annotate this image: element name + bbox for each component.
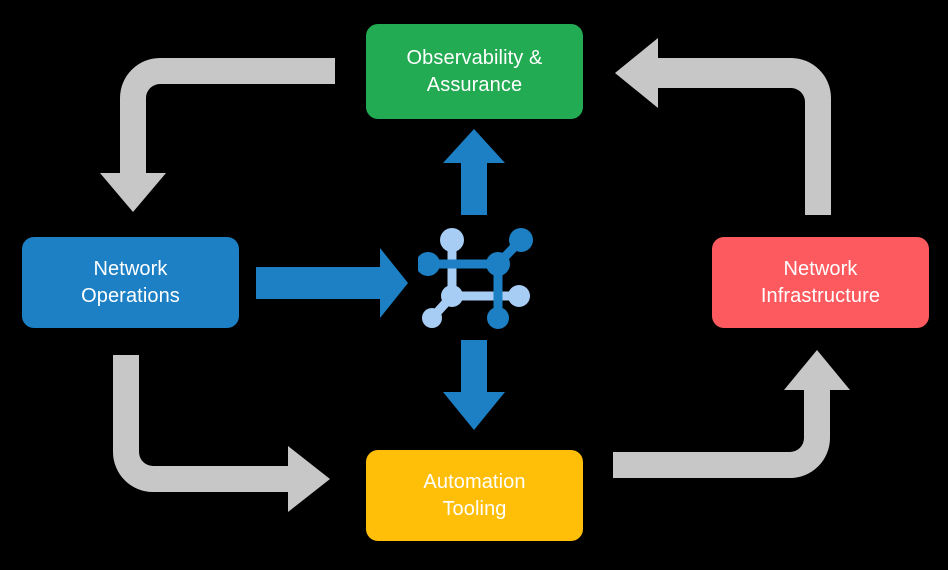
node-network-operations-label: Network Operations xyxy=(81,258,180,307)
arrow-center-to-observability xyxy=(443,129,505,215)
arrow-network-infrastructure-to-observability xyxy=(615,38,831,215)
network-icon-nodes-light xyxy=(422,228,530,328)
network-topology-icon xyxy=(416,218,536,336)
node-automation-tooling[interactable]: Automation Tooling xyxy=(366,450,583,541)
arrow-observability-to-network-operations xyxy=(100,58,335,212)
arrow-network-operations-to-center xyxy=(256,248,408,318)
arrow-automation-tooling-to-network-infrastructure xyxy=(613,350,850,478)
node-automation-tooling-label: Automation Tooling xyxy=(423,471,526,520)
arrow-network-operations-to-automation-tooling xyxy=(113,355,330,512)
network-icon-nodes-dark xyxy=(416,228,533,329)
node-network-operations[interactable]: Network Operations xyxy=(22,237,239,328)
node-observability-and-assurance[interactable]: Observability & Assurance xyxy=(366,24,583,119)
arrow-center-to-automation-tooling xyxy=(443,340,505,430)
node-observability-label: Observability & Assurance xyxy=(406,47,543,96)
node-network-infrastructure-label: Network Infrastructure xyxy=(760,258,881,307)
node-network-infrastructure[interactable]: Network Infrastructure xyxy=(712,237,929,328)
